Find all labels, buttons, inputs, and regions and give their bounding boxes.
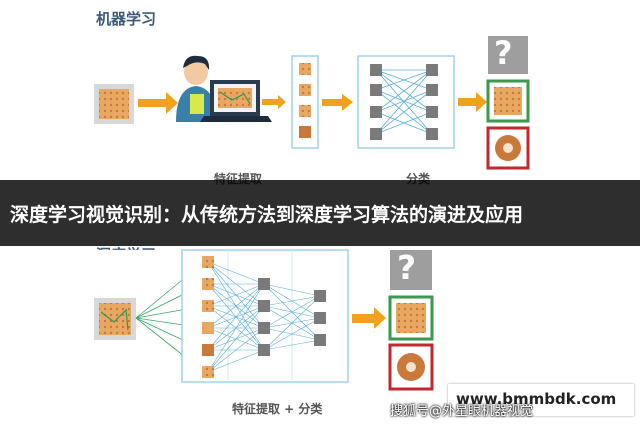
- question-mark-bottom: ?: [397, 248, 417, 287]
- question-box-bottom: [390, 250, 432, 290]
- title-banner: [0, 180, 640, 246]
- arrow-top-3: [322, 94, 353, 111]
- sohu-watermark: 搜狐号@外星眼机器视觉: [390, 404, 534, 419]
- arrow-top-1: [138, 92, 178, 114]
- output-check-bottom: [388, 295, 434, 341]
- site-watermark-box: [448, 384, 634, 416]
- top-title: 机器学习: [96, 10, 157, 28]
- output-check-top: [486, 79, 530, 123]
- person-icon: [176, 55, 218, 122]
- input-image-top: [94, 84, 134, 124]
- site-watermark[interactable]: www.bmmbdk.com: [456, 390, 617, 408]
- arrow-bottom: [352, 307, 386, 329]
- feature-box-top: [291, 55, 319, 149]
- output-cross-top: [486, 126, 530, 170]
- arrow-top-4: [458, 92, 487, 112]
- classifier-box-top: [357, 55, 455, 149]
- arrow-top-2: [262, 95, 286, 109]
- bottom-title-partial: 深度学习: [96, 246, 157, 264]
- output-cross-bottom: [388, 343, 434, 391]
- input-image-bottom: [94, 298, 136, 340]
- laptop-icon: [200, 80, 272, 122]
- label-bottom-feature-classify: 特征提取 + 分类: [232, 402, 323, 416]
- question-mark-top: ?: [494, 34, 513, 72]
- banner-title: 深度学习视觉识别：从传统方法到深度学习算法的演进及应用: [10, 204, 524, 226]
- deep-network-box: [181, 249, 349, 383]
- question-box-top: [488, 36, 528, 74]
